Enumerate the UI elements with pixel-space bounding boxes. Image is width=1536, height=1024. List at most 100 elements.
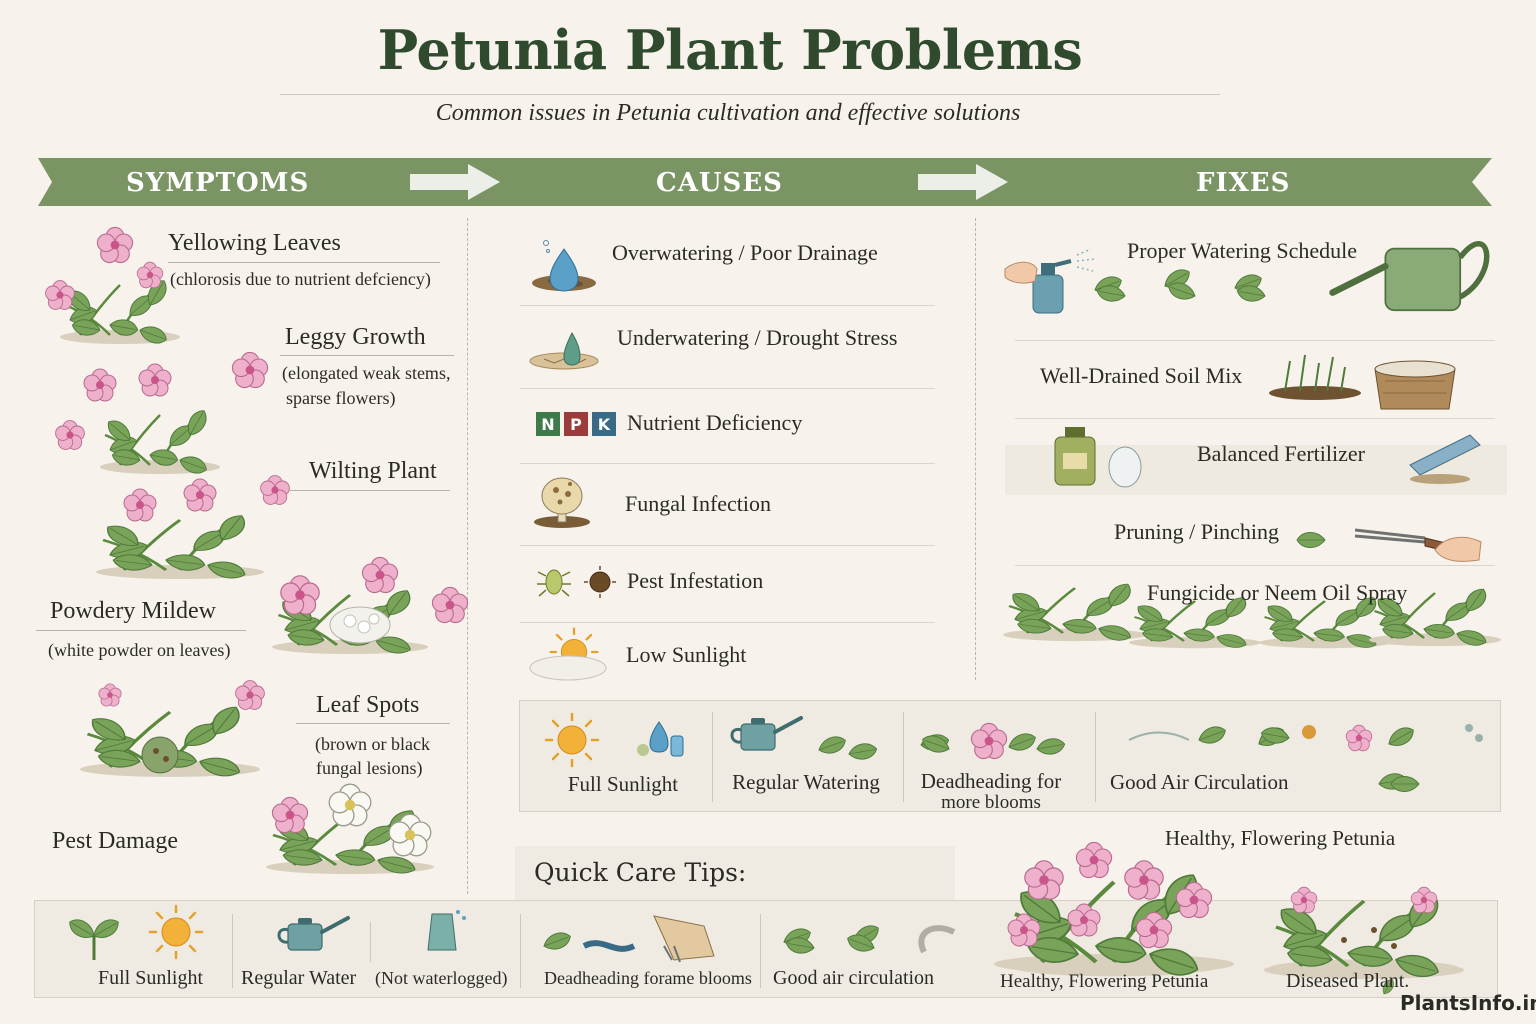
cause-low-sunlight: Low Sunlight	[626, 642, 747, 667]
symptom-title-leaf-spots: Leaf Spots	[316, 692, 420, 718]
tip-divider	[903, 712, 904, 802]
tip-full-sunlight: Full Sunlight	[567, 772, 679, 796]
water-drops-icon	[637, 721, 684, 757]
spray-bottle-icon	[1004, 248, 1096, 314]
symptom-underline	[296, 723, 450, 724]
fix-fungicide: Fungicide or Neem Oil Spray	[1147, 580, 1408, 605]
column-divider	[975, 218, 976, 680]
symptom-note-leggy-growth-2: sparse flowers)	[286, 388, 396, 408]
row-divider	[520, 463, 935, 464]
cause-icons: N P K	[529, 240, 616, 681]
quick-tip-deadheading: Deadheading forame blooms	[544, 968, 752, 988]
cause-pest-infestation: Pest Infestation	[627, 568, 764, 593]
trowel-icon	[1409, 434, 1481, 484]
yellowing-leaves-plant-illustration	[45, 226, 180, 346]
quick-care-title: Quick Care Tips:	[534, 858, 747, 887]
symptom-title-pest-damage: Pest Damage	[52, 828, 178, 854]
row-divider	[520, 622, 935, 623]
npk-p-label: P	[570, 415, 582, 434]
fertilizer-bottle-icon	[1054, 427, 1142, 488]
sprayed-plants-illustration	[1003, 581, 1147, 644]
symptom-note-leaf-spots-1: (brown or black	[315, 734, 430, 754]
symptom-title-yellowing-leaves: Yellowing Leaves	[168, 230, 341, 256]
cause-underwatering: Underwatering / Drought Stress	[617, 325, 898, 350]
title-divider	[280, 94, 1220, 95]
water-drop-icon	[532, 240, 596, 292]
leaf-spots-plant-illustration	[80, 680, 265, 780]
tip-divider	[520, 914, 521, 988]
sun-icon	[148, 904, 204, 960]
symptom-title-leggy-growth: Leggy Growth	[285, 324, 426, 350]
symptom-note-powdery-mildew: (white powder on leaves)	[48, 640, 231, 660]
tip-divider	[370, 922, 371, 962]
healthy-petunia-illustration	[994, 841, 1234, 980]
tip-regular-watering: Regular Watering	[732, 770, 880, 794]
row-divider	[1015, 340, 1495, 341]
npk-k-label: K	[598, 415, 611, 434]
healthy-petunia-top-label: Healthy, Flowering Petunia	[1165, 826, 1396, 850]
watering-can-icon	[730, 716, 879, 762]
symptom-title-powdery-mildew: Powdery Mildew	[50, 598, 216, 624]
pruning-shears-icon	[1296, 528, 1482, 562]
dry-soil-icon	[529, 331, 599, 370]
fix-watering-schedule: Proper Watering Schedule	[1127, 238, 1357, 263]
deadheading-icon	[540, 928, 636, 954]
quick-care-header	[515, 846, 955, 902]
quick-care-icons	[65, 841, 1464, 997]
fix-pruning: Pruning / Pinching	[1114, 519, 1280, 544]
quick-tip-air-circulation: Good air circulation	[773, 967, 935, 989]
tip-divider	[760, 914, 761, 988]
seedling-icon	[65, 915, 123, 960]
cloudy-sun-icon	[529, 627, 607, 681]
healthy-petunia-bottom-label: Healthy, Flowering Petunia	[1000, 971, 1209, 992]
symptom-illustrations	[45, 226, 469, 895]
tip-deadheading-line1: Deadheading for	[920, 769, 1062, 793]
npk-n-label: N	[541, 415, 554, 434]
tip-divider	[232, 914, 233, 988]
fix-illustrations	[995, 241, 1505, 685]
npk-icon: N P K	[536, 412, 616, 436]
seedlings-illustration	[1091, 265, 1267, 304]
sun-icon	[544, 712, 600, 768]
row-divider	[520, 388, 935, 389]
quick-care-strip	[34, 900, 1498, 998]
air-circulation-icon	[1128, 722, 1483, 792]
grass-soil-illustration	[1269, 354, 1361, 400]
quick-tip-regular-water: Regular Water	[241, 967, 357, 989]
banner-symptoms-label: SYMPTOMS	[126, 168, 310, 198]
banner-causes-label: CAUSES	[656, 168, 783, 198]
arrow-right-icon	[410, 164, 500, 200]
cause-nutrient-deficiency: Nutrient Deficiency	[627, 410, 803, 435]
row-divider	[1015, 565, 1495, 566]
brand-logo-text[interactable]: PlantsInfo.in	[1400, 991, 1536, 1015]
hand-shears-icon	[653, 915, 715, 963]
symptom-note-yellowing-leaves: (chlorosis due to nutrient defciency)	[170, 269, 431, 289]
page-title: Petunia Plant Problems	[377, 18, 1083, 82]
cause-overwatering: Overwatering / Poor Drainage	[612, 240, 878, 265]
watering-can-icon	[277, 916, 350, 952]
bug-icon	[537, 566, 616, 598]
tip-deadheading-line2: more blooms	[941, 792, 1041, 813]
symptom-note-leaf-spots-2: fungal lesions)	[316, 758, 423, 778]
diseased-plant-illustration	[1264, 886, 1464, 981]
section-banner	[38, 158, 1492, 206]
soil-basket-icon	[1374, 360, 1456, 410]
row-divider	[520, 305, 935, 306]
symptom-underline	[290, 490, 450, 491]
symptom-note-leggy-growth-1: (elongated weak stems,	[282, 363, 451, 383]
tip-air-circulation: Good Air Circulation	[1110, 770, 1289, 794]
banner-fixes-label: FIXES	[1196, 168, 1291, 198]
symptom-title-wilting-plant: Wilting Plant	[309, 458, 437, 484]
tip-deadheading: Deadheading for more blooms	[906, 770, 1076, 814]
row-divider	[520, 545, 935, 546]
arrow-right-icon	[918, 164, 1008, 200]
symptom-underline	[36, 630, 246, 631]
page-subtitle: Common issues in Petunia cultivation and…	[435, 100, 1021, 126]
tip-divider	[1095, 712, 1096, 802]
quick-tip-full-sunlight: Full Sunlight	[98, 967, 204, 989]
fix-fertilizer: Balanced Fertilizer	[1197, 441, 1365, 466]
care-tip-icons	[544, 712, 1483, 792]
care-tips-panel	[519, 700, 1501, 812]
air-circulation-icon	[780, 921, 956, 956]
cause-fungal-infection: Fungal Infection	[625, 491, 772, 516]
